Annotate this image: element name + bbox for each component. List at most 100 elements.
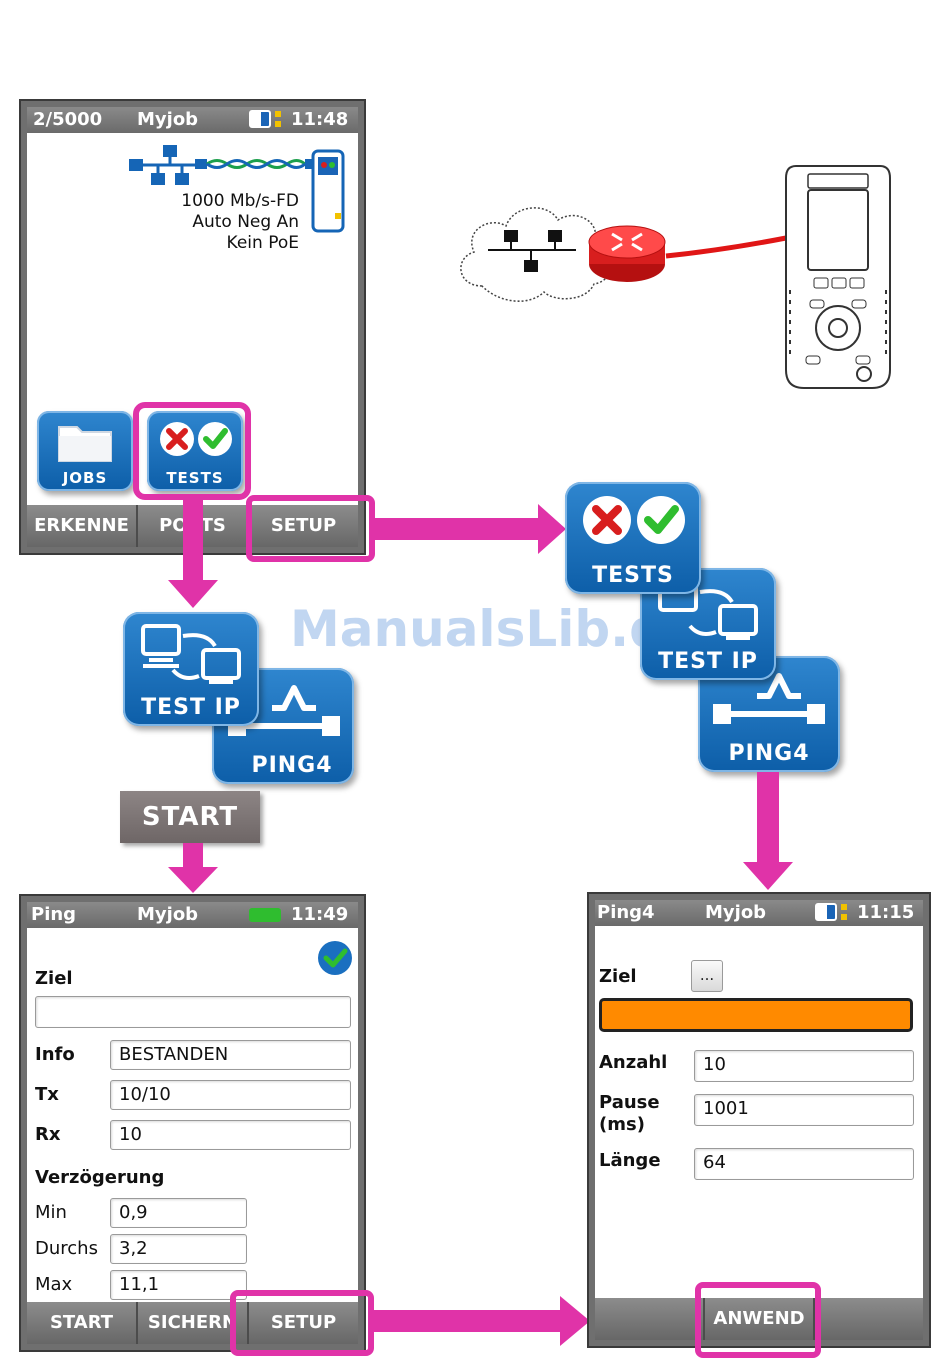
softkey-setup[interactable]: SETUP <box>270 515 337 536</box>
avg-label: Durchs <box>35 1238 98 1259</box>
rx-label: Rx <box>35 1124 61 1145</box>
max-field: 11,1 <box>110 1270 247 1300</box>
jobs-tile[interactable]: JOBS <box>37 411 133 491</box>
job-counter: 2/5000 <box>33 109 103 130</box>
tests-tile[interactable]: TESTS <box>147 411 243 491</box>
cloud-network-icon <box>460 207 613 302</box>
anwend-highlight <box>695 1282 821 1358</box>
status-dot-icon <box>275 121 281 127</box>
ping4-setup-screen: Ping4 Myjob 11:15 Ziel ... Anzahl 10 Pau… <box>589 894 929 1346</box>
tester-device-icon <box>785 165 891 389</box>
softkey-bar: ANWEND <box>595 1298 923 1340</box>
watermark: ManualsLib.de <box>290 600 699 658</box>
tests-label: TESTS <box>166 469 224 487</box>
ping-icon <box>713 673 825 724</box>
tests-highlight <box>133 402 251 500</box>
ping4-label: PING4 <box>251 753 333 778</box>
clock: 11:15 <box>857 902 915 923</box>
arrow-right-icon <box>560 1296 590 1346</box>
link-info: 1000 Mb/s-FD Auto Neg An Kein PoE <box>137 191 299 254</box>
main-screen: 2/5000 Myjob 11:48 1000 Mb/s-FD Auto Neg… <box>21 101 364 553</box>
link-autoneg: Auto Neg An <box>192 212 299 232</box>
clock: 11:48 <box>291 109 349 130</box>
arrow-shaft <box>183 843 203 869</box>
job-name: Myjob <box>137 109 199 130</box>
clock: 11:49 <box>291 904 349 925</box>
status-bar: Ping4 Myjob 11:15 <box>595 900 923 926</box>
rx-field: 10 <box>110 1120 351 1150</box>
softkey-start[interactable]: START <box>27 1302 138 1344</box>
setup-highlight <box>230 1290 374 1356</box>
softkey-setup[interactable]: SETUP <box>270 1312 337 1333</box>
pass-fail-icon <box>583 496 685 544</box>
link-poe: Kein PoE <box>226 233 299 253</box>
arrow-shaft <box>757 772 779 864</box>
status-dot-icon <box>841 914 847 920</box>
test-ip-tile-right[interactable]: TEST IP <box>640 568 776 680</box>
status-dot-icon <box>841 904 847 910</box>
ping4-tile-right[interactable]: PING4 <box>698 656 840 772</box>
ping4-label: PING4 <box>728 741 810 766</box>
softkey-right[interactable] <box>815 1298 923 1340</box>
jobs-label: JOBS <box>62 469 108 487</box>
count-field[interactable]: 10 <box>694 1050 914 1082</box>
softkey-erkenne[interactable]: ERKENNE <box>27 505 138 547</box>
cable-icon <box>665 235 787 259</box>
min-label: Min <box>35 1202 67 1223</box>
test-ip-label: TEST IP <box>658 649 758 674</box>
arrow-down-icon <box>168 580 218 608</box>
browse-button[interactable]: ... <box>691 960 723 992</box>
job-name: Myjob <box>137 904 199 925</box>
max-label: Max <box>35 1274 73 1295</box>
status-bar: 2/5000 Myjob 11:48 <box>27 107 358 133</box>
job-name: Myjob <box>705 902 767 923</box>
computers-icon <box>141 624 241 684</box>
arrow-shaft <box>375 518 541 540</box>
arrow-down-icon <box>168 867 218 893</box>
min-field: 0,9 <box>110 1198 247 1228</box>
battery-icon <box>249 110 271 128</box>
router-icon <box>588 225 666 282</box>
softkey-anwend[interactable]: ANWEND <box>705 1298 815 1340</box>
link-speed: 1000 Mb/s-FD <box>181 191 299 211</box>
count-label: Anzahl <box>599 1052 668 1073</box>
pass-fail-icon <box>160 422 232 456</box>
status-bar: Ping Myjob 11:49 <box>27 902 358 928</box>
pause-label: Pause (ms) <box>599 1092 660 1136</box>
status-dot-icon <box>275 111 281 117</box>
screen-title: Ping <box>31 904 77 925</box>
battery-full-icon <box>249 908 281 922</box>
tx-label: Tx <box>35 1084 59 1105</box>
softkey-left[interactable] <box>595 1298 705 1340</box>
target-field[interactable] <box>599 998 913 1032</box>
start-button[interactable]: START <box>120 791 260 843</box>
target-label: Ziel <box>599 966 637 987</box>
pause-label-line2: (ms) <box>599 1114 645 1135</box>
info-label: Info <box>35 1044 75 1065</box>
tests-label: TESTS <box>592 563 674 588</box>
arrow-right-icon <box>538 504 566 554</box>
screen-title: Ping4 <box>597 902 655 923</box>
network-link-icon <box>129 145 345 233</box>
tests-tile-right[interactable]: TESTS <box>565 482 701 594</box>
pause-label-line1: Pause <box>599 1092 660 1113</box>
pass-check-icon <box>318 941 352 975</box>
softkey-bar: START SICHERN SETUP <box>27 1302 358 1344</box>
battery-icon <box>815 903 837 921</box>
setup-highlight <box>246 495 375 562</box>
test-ip-label: TEST IP <box>141 695 241 720</box>
target-field[interactable] <box>35 996 351 1028</box>
folder-icon <box>58 426 112 462</box>
info-field: BESTANDEN <box>110 1040 351 1070</box>
softkey-sichern[interactable]: SICHERN <box>138 1302 249 1344</box>
delay-heading: Verzögerung <box>35 1167 165 1188</box>
length-field[interactable]: 64 <box>694 1148 914 1180</box>
pause-field[interactable]: 1001 <box>694 1094 914 1126</box>
tx-field: 10/10 <box>110 1080 351 1110</box>
length-label: Länge <box>599 1150 661 1171</box>
arrow-shaft <box>183 500 203 582</box>
ping-result-screen: Ping Myjob 11:49 Ziel Info BESTANDEN Tx … <box>21 896 364 1350</box>
avg-field: 3,2 <box>110 1234 247 1264</box>
arrow-shaft <box>374 1310 564 1332</box>
test-ip-tile[interactable]: TEST IP <box>123 612 259 726</box>
